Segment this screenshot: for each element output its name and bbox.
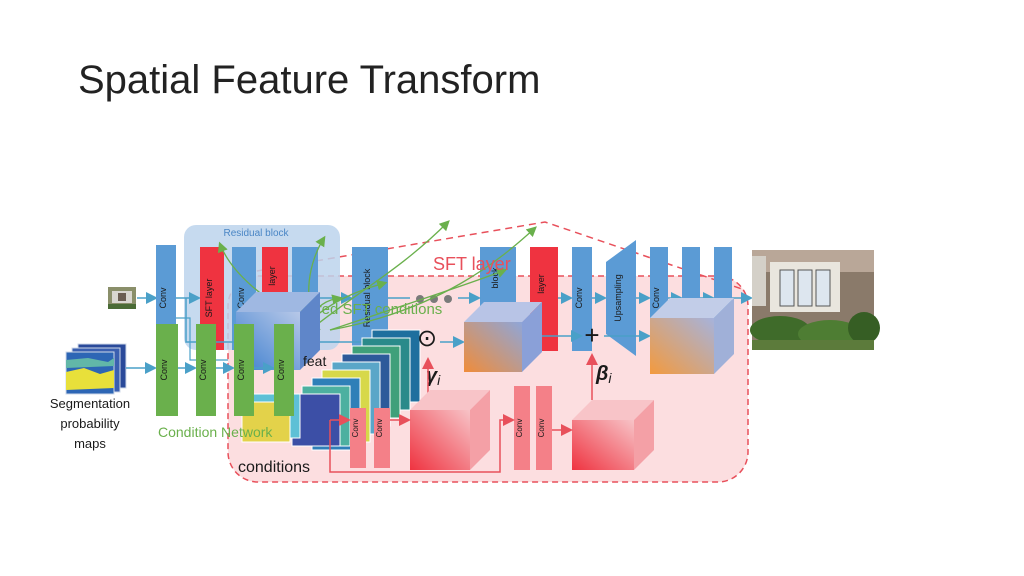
shared-condition-curve — [309, 220, 450, 331]
sft-layer-1-label: SFT layer — [204, 279, 214, 318]
sft-layer-banner: SFT layer — [433, 254, 511, 274]
sft-conv — [374, 408, 390, 468]
segmentation-label-line1: Segmentation — [50, 396, 130, 411]
shared-condition-curve — [329, 226, 537, 331]
conv-layer — [156, 245, 176, 350]
condition-network-label: Condition Network — [158, 424, 273, 440]
ellipsis-dot — [444, 295, 452, 303]
residual-block-n-label: block — [490, 267, 500, 289]
sft-callout-lines — [244, 221, 746, 291]
condition-conv — [156, 324, 178, 416]
shared-sft-conditions-label: Shared SFT conditions — [290, 301, 442, 318]
segmentation-label-line3: maps — [74, 436, 106, 451]
beta-cube — [572, 400, 654, 470]
condition-conv-label: Conv — [236, 359, 246, 381]
residual-block-caption: Residual block — [223, 228, 289, 239]
sft-conv — [350, 408, 366, 468]
output-image-icon — [750, 250, 880, 350]
sft-conv-label: Conv — [351, 419, 360, 438]
hadamard-operator: ⊙ — [417, 325, 437, 352]
segmentation-maps-icon — [65, 343, 127, 395]
gamma-symbol: γi — [426, 365, 441, 388]
sft-conv-label: Conv — [515, 419, 524, 438]
conv-label: Conv — [651, 287, 661, 309]
condition-conv — [234, 324, 254, 416]
conv-label: Conv — [574, 287, 584, 309]
upsampling-layer — [606, 240, 636, 356]
output-feature-cube — [650, 298, 734, 374]
residual-block-1-label: Residual block — [362, 268, 372, 327]
slide-title: Spatial Feature Transform — [78, 58, 541, 102]
feat-label: feat — [303, 353, 326, 369]
conv-layer — [572, 247, 592, 351]
conv-label: Conv — [158, 287, 168, 309]
sft-layer-3-label: layer — [536, 274, 546, 294]
shared-condition-curve — [329, 268, 508, 331]
condition-conv-label: Conv — [198, 359, 208, 381]
plus-operator: + — [584, 320, 599, 350]
conv-label: Conv — [236, 287, 246, 309]
input-image-icon — [108, 287, 136, 309]
condition-conv-label: Conv — [276, 359, 286, 381]
condition-conv — [274, 324, 294, 416]
sft-conv-label: Conv — [375, 419, 384, 438]
sft-conv — [536, 386, 552, 470]
upsampling-label: Upsampling — [613, 274, 623, 322]
sft-conv — [514, 386, 530, 470]
segmentation-label-line2: probability — [60, 416, 120, 431]
condition-conv-label: Conv — [159, 359, 169, 381]
sft-conv-label: Conv — [537, 419, 546, 438]
gamma-cube — [410, 390, 490, 470]
beta-symbol: βi — [595, 363, 612, 386]
conditions-label: conditions — [238, 459, 310, 476]
modulated-feature-cube — [464, 302, 542, 372]
condition-conv — [196, 324, 216, 416]
sft-layer-2-label: layer — [267, 266, 277, 286]
